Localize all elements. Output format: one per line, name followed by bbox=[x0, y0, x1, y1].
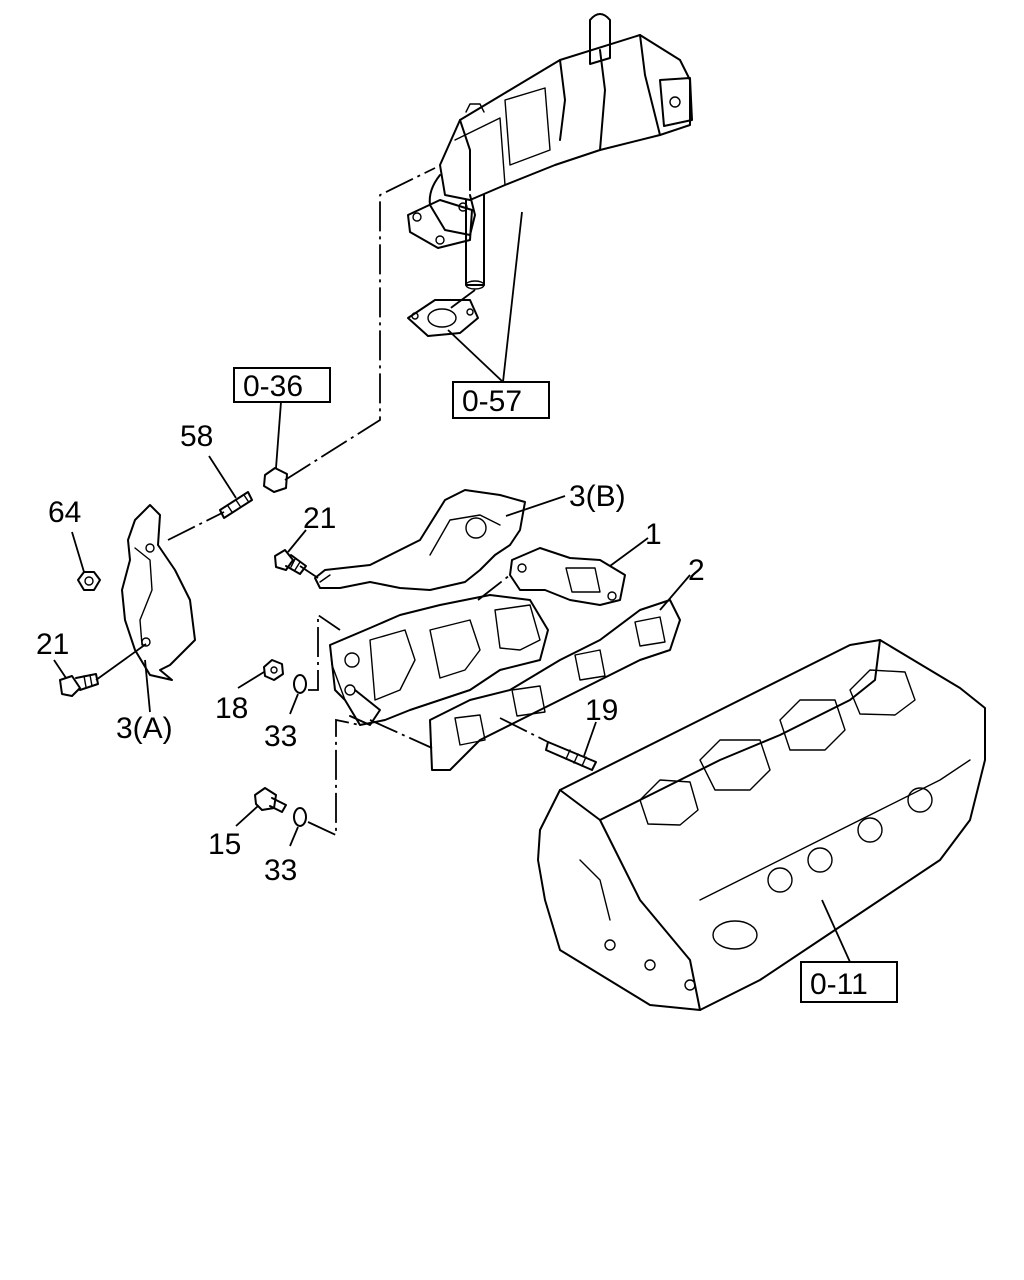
phantom-line-shield-a bbox=[167, 511, 225, 541]
leader-21-left bbox=[53, 659, 67, 679]
leader-011 bbox=[821, 899, 851, 963]
callout-18: 18 bbox=[215, 692, 248, 725]
callout-2: 2 bbox=[688, 554, 705, 587]
bolt-21-mid-illustration bbox=[274, 549, 307, 575]
egr-cooler-illustration bbox=[407, 13, 693, 290]
callout-21-mid: 21 bbox=[303, 502, 336, 535]
callout-58: 58 bbox=[180, 420, 213, 453]
callout-15: 15 bbox=[208, 828, 241, 861]
phantom-line-manifold-lower bbox=[307, 718, 361, 837]
leader-33-upper bbox=[289, 693, 299, 715]
callout-33-upper: 33 bbox=[264, 720, 297, 753]
exhaust-manifold-illustration bbox=[329, 594, 549, 726]
leader-3a bbox=[144, 659, 151, 713]
ref-box-011: 0-11 bbox=[800, 961, 898, 1003]
stud-19-illustration bbox=[545, 741, 597, 771]
ref-label-011: 0-11 bbox=[810, 968, 868, 1001]
phantom-line-manifold-to-gasket bbox=[369, 719, 433, 749]
leader-18 bbox=[237, 671, 265, 689]
heat-shield-a-illustration bbox=[121, 504, 196, 681]
leader-58 bbox=[208, 455, 237, 499]
egr-gasket-illustration bbox=[407, 299, 479, 337]
bolt-15-illustration bbox=[254, 787, 287, 813]
leader-64 bbox=[71, 531, 85, 573]
ref-label-036: 0-36 bbox=[243, 370, 303, 403]
washer-33-lower-illustration bbox=[293, 807, 307, 827]
gasket-1-illustration bbox=[509, 547, 626, 606]
leader-1 bbox=[609, 537, 649, 567]
washer-33-upper-illustration bbox=[293, 674, 307, 694]
leader-21-left-to-shield bbox=[95, 643, 147, 681]
callout-33-lower: 33 bbox=[264, 854, 297, 887]
nut-036-illustration bbox=[263, 467, 288, 493]
ref-label-057: 0-57 bbox=[462, 385, 522, 418]
phantom-line-bolt21-shield bbox=[299, 565, 319, 579]
leader-15 bbox=[235, 805, 259, 827]
callout-3b: 3(B) bbox=[569, 480, 626, 513]
cylinder-head-illustration bbox=[537, 639, 986, 1011]
callout-1: 1 bbox=[645, 518, 662, 551]
phantom-line-stud-19 bbox=[499, 717, 549, 743]
leader-2 bbox=[659, 574, 691, 611]
heat-shield-b-illustration bbox=[314, 489, 526, 591]
nut-18-illustration bbox=[263, 659, 284, 681]
callout-64: 64 bbox=[48, 496, 81, 529]
leader-33-lower bbox=[289, 826, 299, 847]
leader-21-mid bbox=[287, 529, 307, 553]
phantom-line-egr-to-nut bbox=[284, 167, 436, 481]
callout-21-left: 21 bbox=[36, 628, 69, 661]
ref-box-057: 0-57 bbox=[452, 381, 550, 419]
phantom-line-manifold-left bbox=[308, 613, 341, 691]
leader-19 bbox=[583, 721, 597, 757]
gasket-2-illustration bbox=[429, 599, 681, 771]
leader-057-b bbox=[502, 211, 523, 383]
leader-036 bbox=[275, 401, 282, 469]
callout-19: 19 bbox=[585, 694, 618, 727]
ref-box-036: 0-36 bbox=[233, 367, 331, 403]
nut-64-illustration bbox=[77, 571, 101, 591]
stud-58-illustration bbox=[219, 491, 253, 519]
phantom-line-manifold-top bbox=[477, 574, 511, 601]
leader-057-a bbox=[447, 329, 504, 383]
phantom-line-egr-to-gasket bbox=[447, 289, 476, 311]
callout-3a: 3(A) bbox=[116, 712, 173, 745]
leader-3b bbox=[505, 495, 566, 517]
